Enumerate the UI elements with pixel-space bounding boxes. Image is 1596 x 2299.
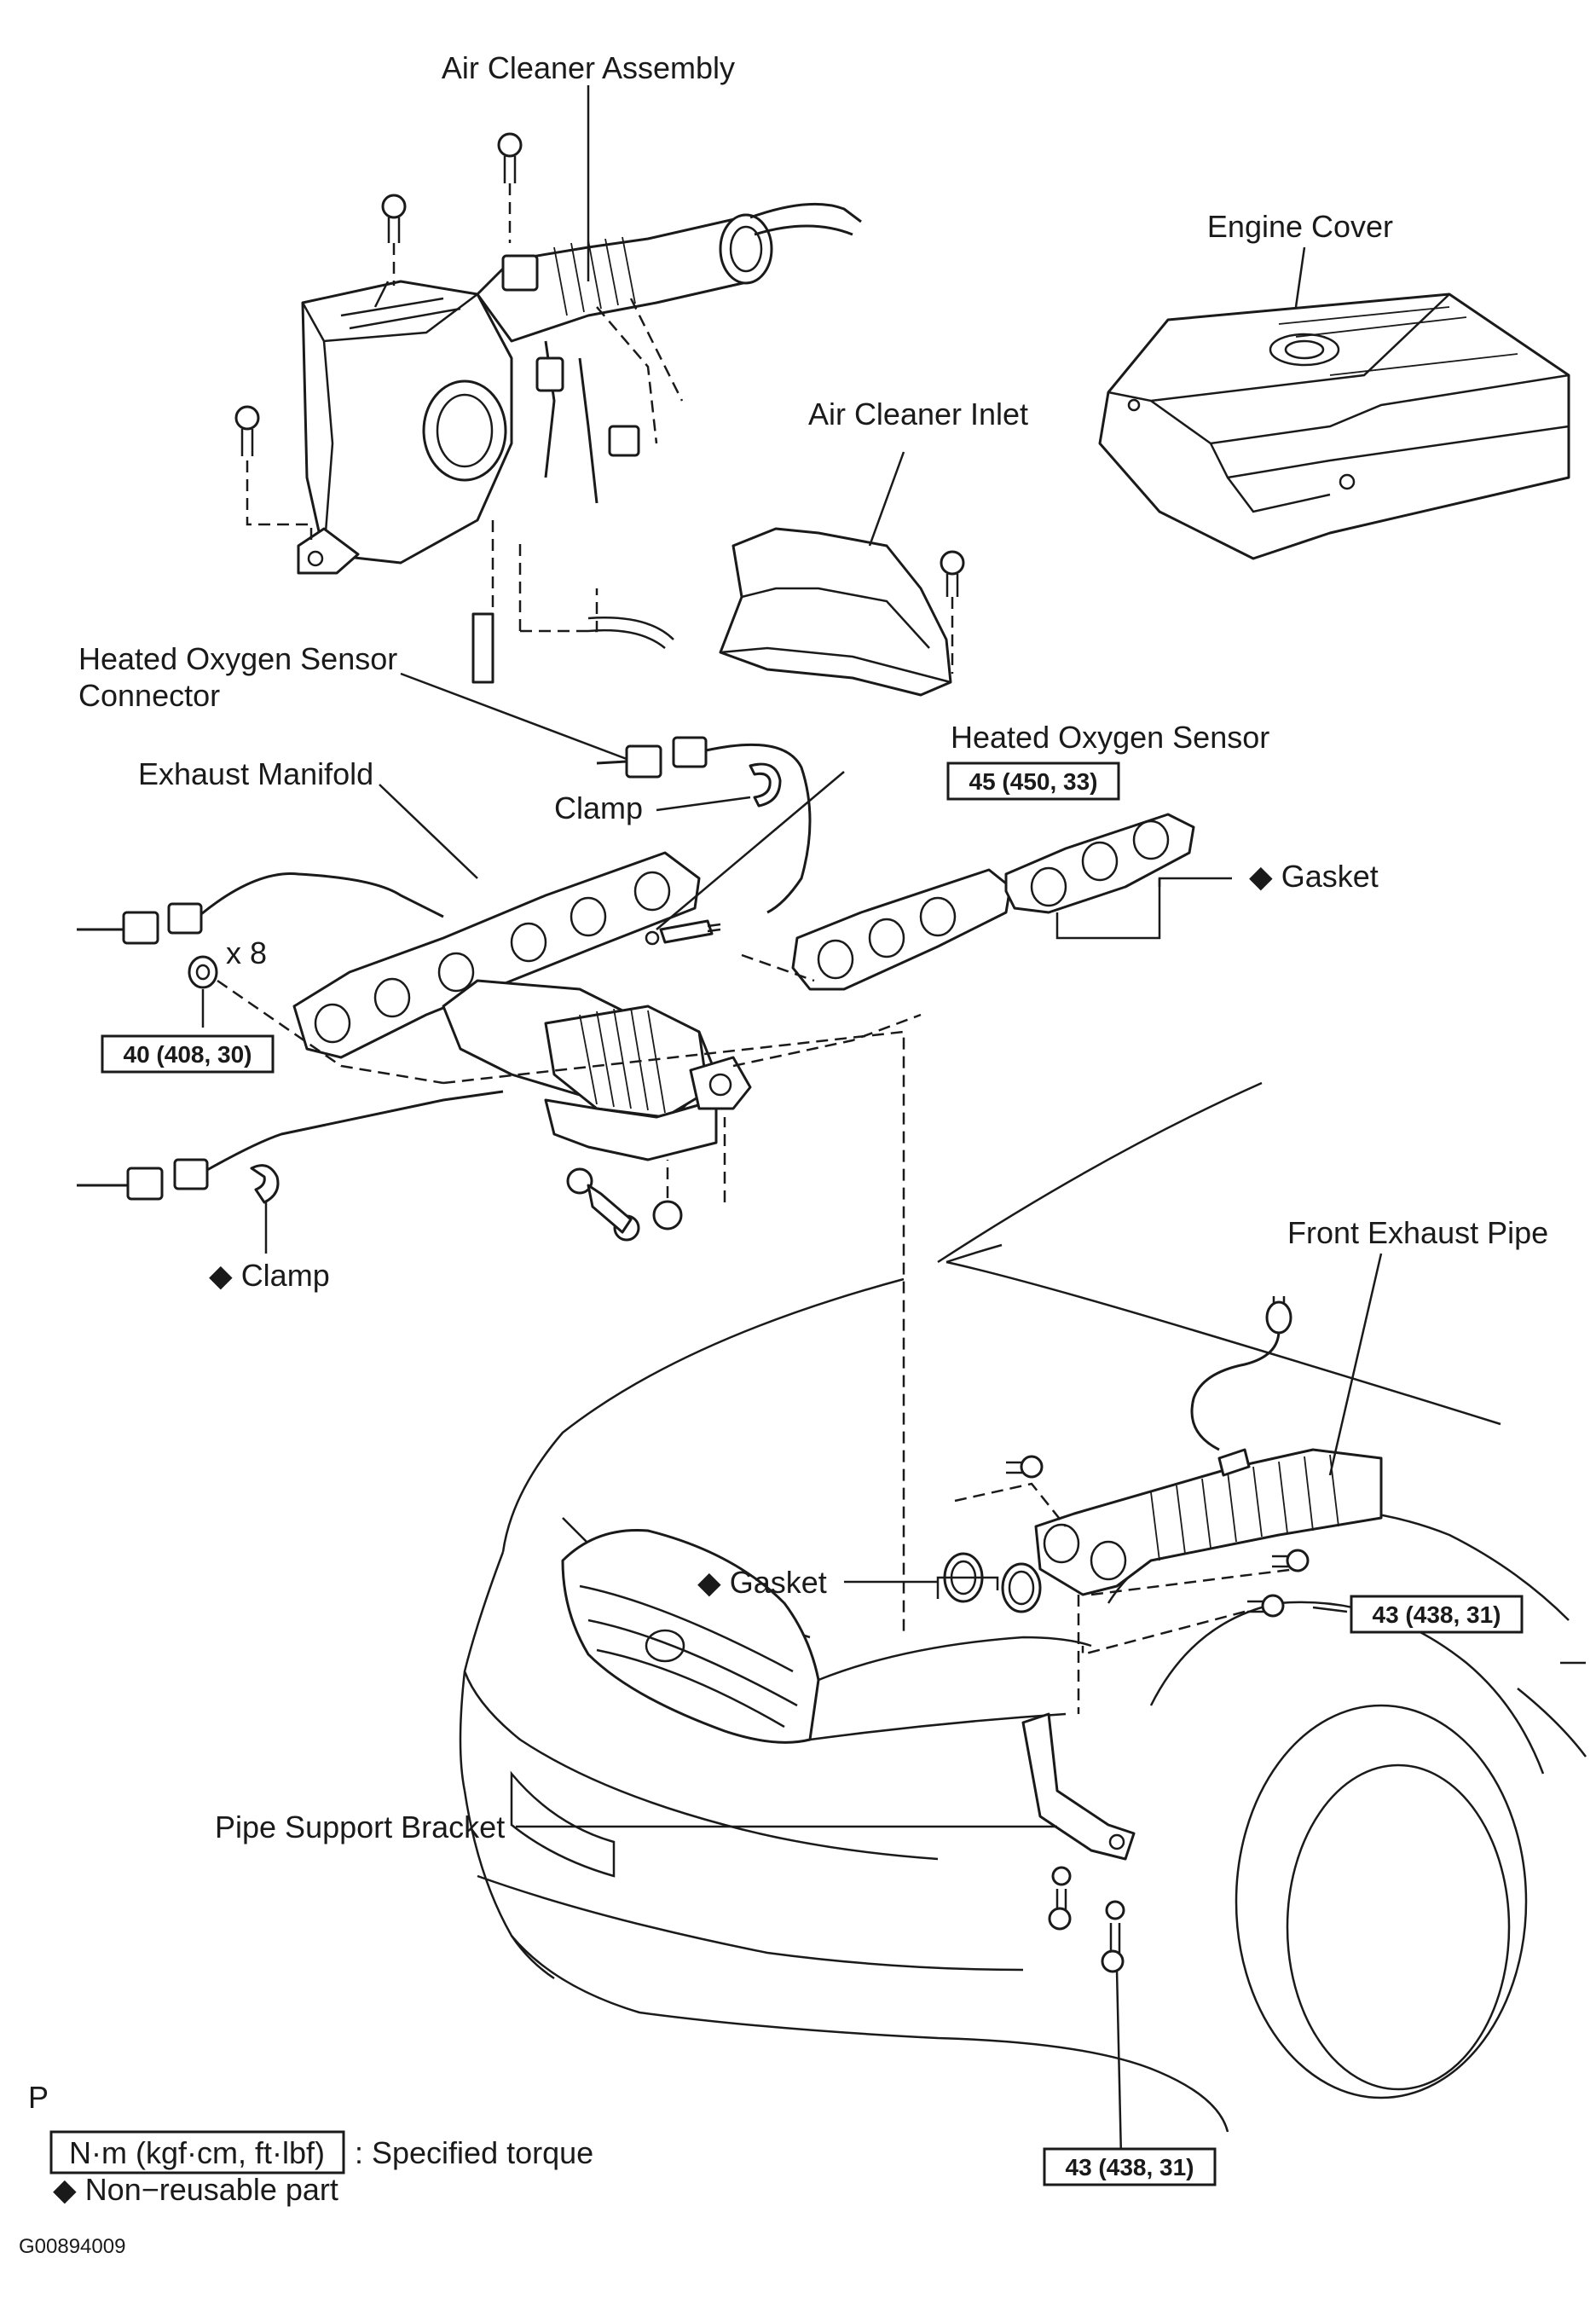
torque-manifold-nut-text: 40 (408, 30) <box>124 1041 252 1068</box>
gasket-lower-label: ◆ Gasket <box>697 1565 827 1600</box>
torque-unit-description: : Specified torque <box>355 2135 593 2170</box>
air-cleaner-inlet-drawing <box>719 527 965 697</box>
clamp-lower-label: ◆ Clamp <box>209 1258 330 1293</box>
legend: P N·m (kgf·cm, ft·lbf) : Specified torqu… <box>19 2080 593 2258</box>
clamp-upper-label: Clamp <box>554 790 643 825</box>
figure-id: G00894009 <box>19 2235 125 2258</box>
non-reusable-part-note: ◆ Non−reusable part <box>53 2172 338 2207</box>
pipe-gaskets-drawing <box>943 1552 1042 1613</box>
torque-box-manifold-nut: 40 (408, 30) <box>101 1034 275 1074</box>
manifold-gasket-drawing <box>791 813 1195 991</box>
car-body-outline <box>459 1081 1587 2133</box>
p-mark: P <box>28 2080 49 2115</box>
engine-cover-label: Engine Cover <box>1207 209 1393 244</box>
air-cleaner-assembly-label: Air Cleaner Assembly <box>442 50 735 85</box>
oxygen-sensor-connector-drawing <box>596 736 812 914</box>
torque-unit-box-text: N·m (kgf·cm, ft·lbf) <box>69 2135 325 2170</box>
air-cleaner-assembly-drawing <box>234 132 862 684</box>
torque-box-oxygen-sensor: 45 (450, 33) <box>946 762 1120 801</box>
torque-box-front-pipe-bolt: 43 (438, 31) <box>1350 1595 1524 1634</box>
torque-front-pipe-bolt-text: 43 (438, 31) <box>1373 1601 1501 1628</box>
x8-quantity-label: x 8 <box>226 935 267 970</box>
front-exhaust-pipe-drawing <box>954 1296 1383 1714</box>
pipe-support-bracket-label: Pipe Support Bracket <box>215 1810 505 1844</box>
pipe-support-bracket-drawing <box>1021 1712 1136 1973</box>
torque-bracket-bolt-text: 43 (438, 31) <box>1066 2154 1194 2180</box>
air-cleaner-inlet-label: Air Cleaner Inlet <box>808 397 1028 431</box>
leader-lines <box>201 85 1383 2158</box>
torque-box-bracket-bolt: 43 (438, 31) <box>1043 2147 1217 2186</box>
heated-oxygen-sensor-label: Heated Oxygen Sensor <box>951 720 1269 755</box>
gasket-upper-label: ◆ Gasket <box>1249 859 1379 894</box>
torque-oxygen-sensor-text: 45 (450, 33) <box>969 768 1098 795</box>
heated-oxygen-sensor-drawing <box>645 919 721 946</box>
oxygen-sensor-connector-label-line2: Connector <box>78 678 220 713</box>
oxygen-sensor-connector-label-line1: Heated Oxygen Sensor <box>78 641 397 676</box>
exhaust-manifold-drawing <box>77 851 922 1637</box>
exhaust-manifold-label: Exhaust Manifold <box>138 756 373 791</box>
engine-cover-drawing <box>1098 292 1570 560</box>
front-exhaust-pipe-label: Front Exhaust Pipe <box>1287 1215 1548 1250</box>
